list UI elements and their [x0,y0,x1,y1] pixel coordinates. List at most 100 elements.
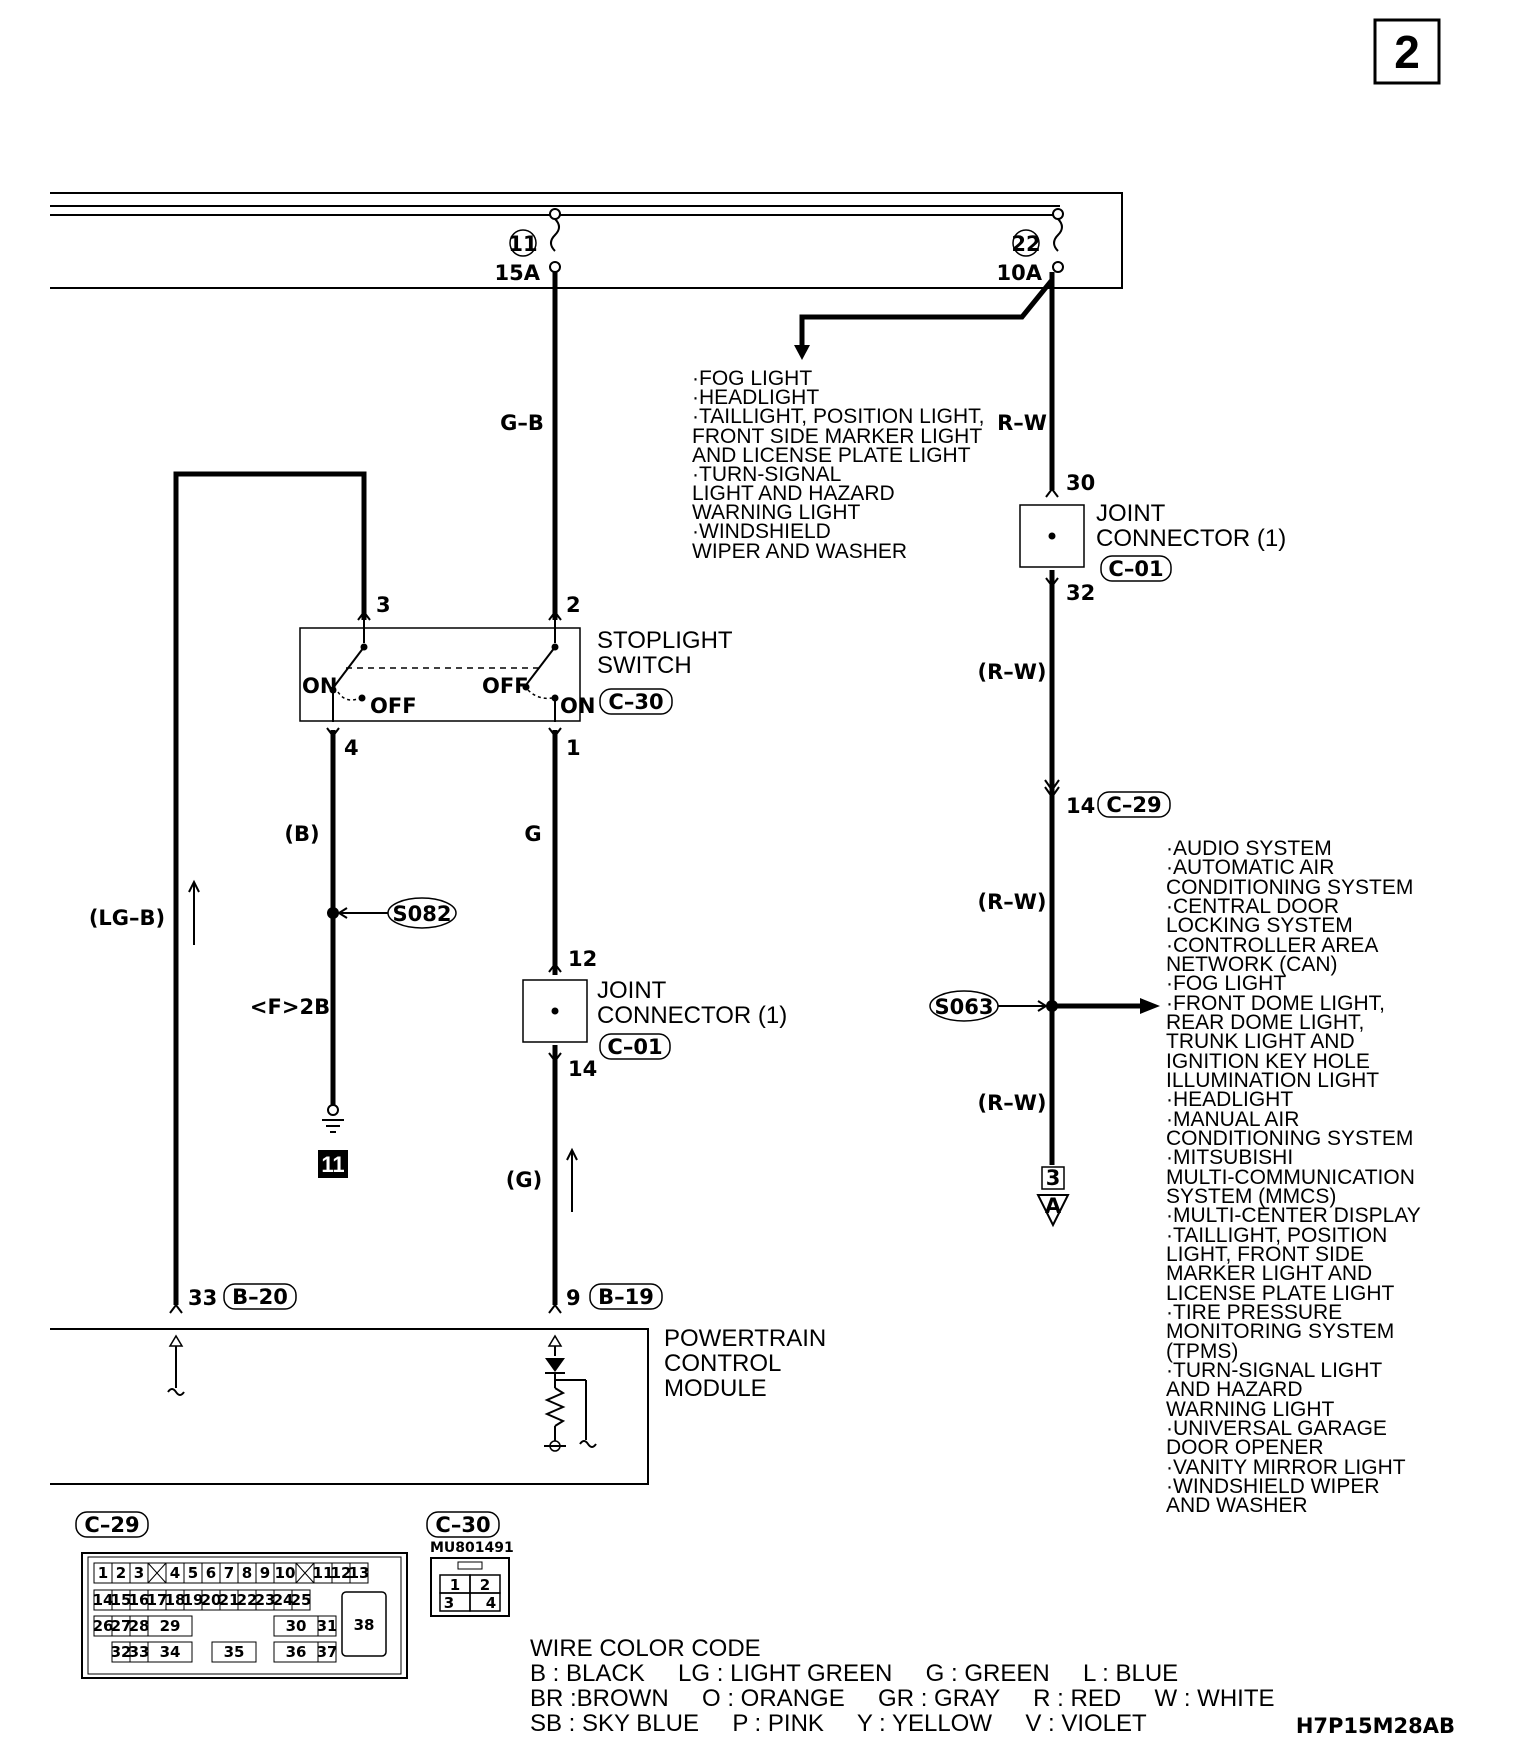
svg-text:B : BLACK LG : LIGHT GREEN: B : BLACK LG : LIGHT GREEN G : GREEN L :… [530,1660,1178,1687]
fog-light-list: ·FOG LIGHT ·HEADLIGHT ·TAILLIGHT, POSITI… [692,367,990,563]
offpage-reference: 3 A [1036,1166,1070,1228]
c29-pin-label: 24 [273,1591,294,1609]
figure-code: H7P15M28AB [1296,1714,1455,1738]
svg-text:C–30: C–30 [608,690,663,714]
svg-text:OFF: OFF [370,694,417,718]
c29-pin-label: 26 [93,1617,114,1635]
svg-text:A: A [1045,1194,1062,1218]
c29-pin-label: 18 [165,1591,186,1609]
c29-pin-label: 25 [291,1591,312,1609]
c29-pin-label: 29 [160,1617,181,1635]
c29-pin-label: 2 [116,1564,126,1582]
fuse-box: 11 15A 22 10A [50,192,1123,289]
system-list: ·AUDIO SYSTEM ·AUTOMATIC AIR CONDITIONIN… [1166,837,1426,1517]
svg-text:C–29: C–29 [84,1513,139,1537]
svg-text:12: 12 [568,947,597,971]
svg-text:BR :BROWN O : ORANGE G: BR :BROWN O : ORANGE GR : GRAY R : RED W… [530,1685,1275,1712]
splice-s082: S082 [327,897,457,929]
joint-top-pin-in: 30 [1066,471,1095,495]
svg-text:WIRE COLOR CODE: WIRE COLOR CODE [530,1635,761,1662]
fuse-22-rating: 10A [997,261,1043,285]
wire-color-rw-top: R–W [997,411,1047,435]
c29-pin-label: 14 [93,1591,114,1609]
c29-pin-label: 21 [219,1591,240,1609]
stoplight-switch: ON OFF OFF ON 3 2 4 1 STOPLIGHT SWITCH C… [299,593,733,760]
current-arrow-lgb [188,879,200,945]
ground-symbol: 11 [318,1104,348,1178]
c29-pin-label: 22 [237,1591,258,1609]
svg-text:CONNECTOR (1): CONNECTOR (1) [597,1002,787,1029]
joint-top-label2: CONNECTOR (1) [1096,525,1286,552]
c29-cavity [211,1641,257,1663]
fuse-22-number: 22 [1011,232,1040,256]
wire-color-legend: WIRE COLOR CODE B : BLACK LG : LIGHT GRE… [530,1635,1275,1737]
wire-color-lgb: (LG–B) [89,906,165,930]
c29-pin-label: 19 [183,1591,204,1609]
c29-pin-label: 28 [129,1617,150,1635]
c29-pin-label: 8 [242,1564,252,1582]
wire-color-rw-bottom: (R–W) [977,1091,1046,1115]
c29-cavity [317,1615,337,1637]
svg-text:S082: S082 [393,902,452,926]
fuse-11-rating: 15A [495,261,541,285]
svg-text:C–29: C–29 [1106,793,1161,817]
svg-text:4: 4 [344,736,359,760]
c29-pin-label: 36 [286,1643,307,1661]
wire-color-g: G [524,822,541,846]
wire-color-gb: G–B [500,411,544,435]
svg-text:4: 4 [486,1594,496,1612]
svg-text:POWERTRAIN: POWERTRAIN [664,1325,826,1352]
c29-pin-label: 10 [275,1564,296,1582]
c29-pin-label: 27 [111,1617,132,1635]
ground-number: 11 [321,1152,344,1177]
svg-text:CONTROL: CONTROL [664,1350,781,1377]
svg-text:SWITCH: SWITCH [597,652,692,679]
svg-text:1: 1 [450,1576,460,1594]
wire-color-rw-mid2: (R–W) [977,890,1046,914]
c29-pin-label: 3 [134,1564,144,1582]
wire-color-rw-mid: (R–W) [977,660,1046,684]
c29-pin-label: 31 [317,1617,338,1635]
svg-text:3: 3 [444,1594,454,1612]
fuse-11-terminal [549,208,561,220]
c29-pin-label: 5 [188,1564,198,1582]
c29-pin-label: 11 [313,1564,334,1582]
svg-text:3: 3 [1046,1166,1061,1190]
svg-text:9: 9 [566,1286,581,1310]
fuse-22-icon [1053,218,1063,252]
c29-cavity [147,1615,193,1637]
svg-text:2: 2 [480,1576,490,1594]
c29-pin-label: 20 [201,1591,222,1609]
c29-cavity [291,1589,311,1611]
c29-pin-label: 16 [129,1591,150,1609]
c29-pin-label: 7 [224,1564,234,1582]
wire-color-f2b: <F>2B [250,995,330,1019]
wire-color-g2: (G) [506,1168,542,1192]
svg-text:ON: ON [302,674,337,698]
svg-text:S063: S063 [935,995,994,1019]
splice-s063: S063 [929,990,1058,1022]
fuse-11-number: 11 [508,232,537,256]
connector-c30-view: C–30 MU801491 1 2 3 4 [426,1511,514,1617]
c29-pin-label: 32 [111,1643,132,1661]
page-number: 2 [1394,26,1420,78]
c29-pin-label: 33 [129,1643,150,1661]
wire-color-b: (B) [284,822,319,846]
c29-pin-label: 12 [331,1564,352,1582]
joint-top-pin-out: 32 [1066,581,1095,605]
c29-pin-14: 14 C–29 [1044,779,1171,818]
c29-pin-label: 38 [354,1616,375,1634]
powertrain-control-module: 33 B–20 9 B–19 POWERTRAIN CONTROL MODULE [50,1283,826,1485]
c29-pin-label: 1 [98,1564,108,1582]
c29-pin-label: 30 [286,1617,307,1635]
svg-text:33: 33 [188,1286,217,1310]
c29-pin-label: 13 [349,1564,370,1582]
c29-pin-label: 4 [170,1564,180,1582]
c29-pin-label: 35 [224,1643,245,1661]
page-number-box: 2 [1373,18,1441,85]
c29-cavity [147,1641,193,1663]
svg-text:ON: ON [560,694,595,718]
svg-text:B–20: B–20 [232,1285,288,1309]
c29-pin-label: 15 [111,1591,132,1609]
